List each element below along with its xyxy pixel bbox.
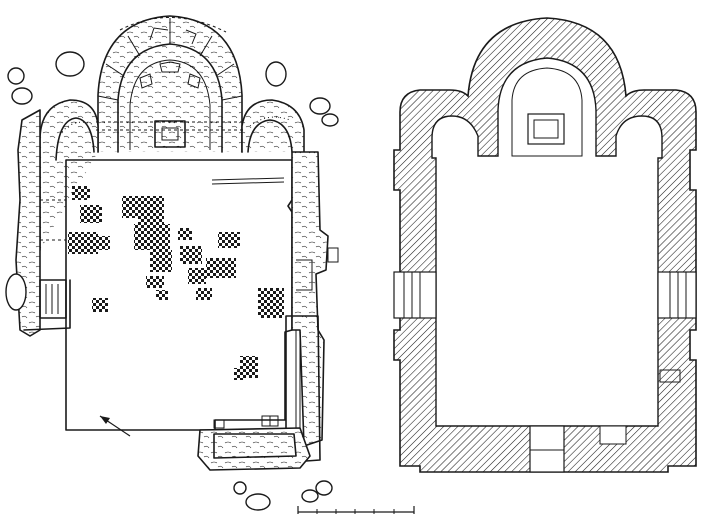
- left-south-wall: [197, 415, 311, 471]
- left-pavement-remains: [68, 186, 284, 380]
- scale-bar: [297, 506, 415, 514]
- left-side-apses: [39, 99, 305, 251]
- right-west-door: [529, 425, 565, 473]
- north-arrow-icon: [99, 415, 131, 437]
- right-altar: [527, 113, 565, 145]
- right-nave-interior: [431, 57, 663, 427]
- left-loose-stones: [5, 51, 339, 511]
- left-plan-excavated-remains: [5, 15, 339, 511]
- left-east-wall: [285, 151, 339, 463]
- right-south-door: [657, 271, 697, 319]
- right-plan-reconstructed: [393, 17, 697, 473]
- left-apse: [97, 15, 243, 153]
- right-corner-step: [599, 425, 627, 445]
- right-north-door: [393, 271, 437, 319]
